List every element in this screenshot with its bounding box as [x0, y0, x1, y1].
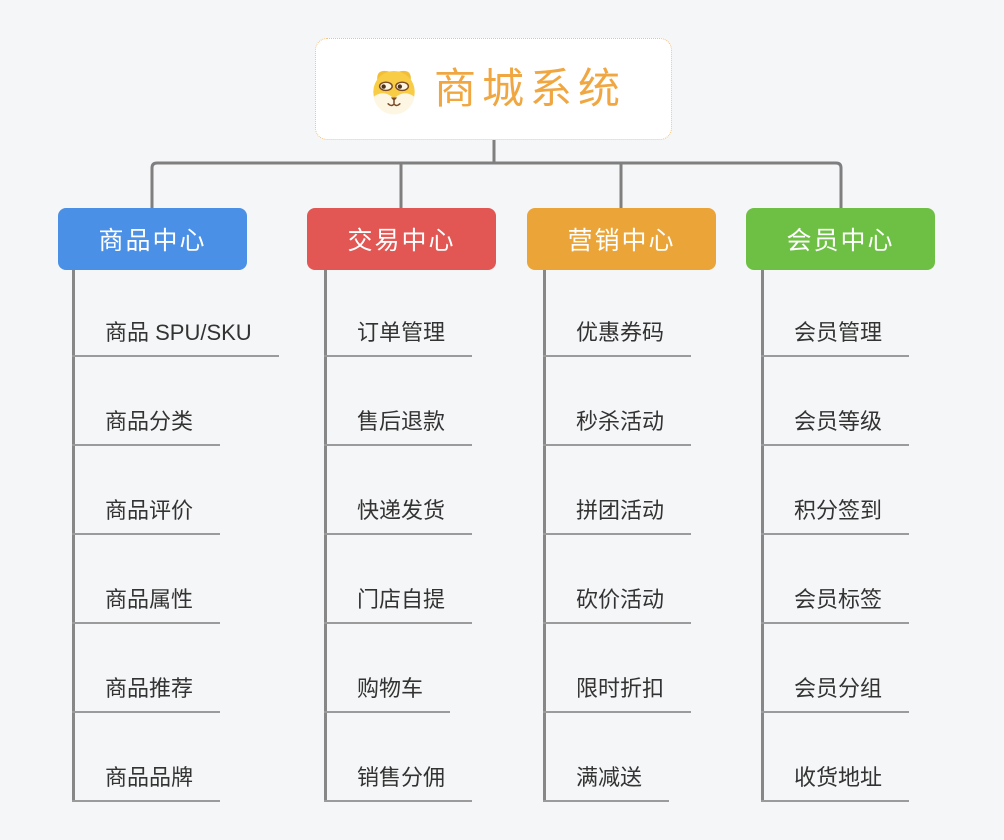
branch-drop-line-member	[761, 270, 764, 802]
leaf-node[interactable]: 满减送	[543, 765, 670, 802]
leaf-node[interactable]: 会员等级	[761, 409, 910, 446]
leaf-node[interactable]: 销售分佣	[324, 765, 473, 802]
leaf-node[interactable]: 商品品牌	[72, 765, 221, 802]
leaf-node[interactable]: 优惠券码	[543, 320, 692, 357]
root-title: 商城系统	[433, 65, 626, 112]
branch-drop-line-trade	[324, 270, 327, 802]
leaf-node[interactable]: 快递发货	[324, 498, 473, 535]
leaf-node[interactable]: 订单管理	[324, 320, 473, 357]
leaf-node[interactable]: 会员管理	[761, 320, 910, 357]
leaf-node[interactable]: 商品 SPU/SKU	[72, 320, 279, 357]
shiba-dog-face-icon	[373, 70, 415, 115]
leaf-node[interactable]: 会员标签	[761, 587, 910, 624]
leaf-node[interactable]: 商品分类	[72, 409, 221, 446]
branch-node-product-center[interactable]: 商品中心	[58, 208, 247, 270]
root-node[interactable]: 商城系统	[315, 38, 672, 140]
leaf-node[interactable]: 砍价活动	[543, 587, 692, 624]
main-elbow-line	[150, 161, 843, 208]
branch-node-marketing-center[interactable]: 营销中心	[527, 208, 716, 270]
leaf-node[interactable]: 会员分组	[761, 676, 910, 713]
branch-drop-line-marketing	[543, 270, 546, 802]
leaf-node[interactable]: 购物车	[324, 676, 451, 713]
leaf-node[interactable]: 积分签到	[761, 498, 910, 535]
branch-drop-line-product	[72, 270, 75, 802]
leaf-node[interactable]: 售后退款	[324, 409, 473, 446]
leaf-node[interactable]: 商品属性	[72, 587, 221, 624]
branch-node-trade-center[interactable]: 交易中心	[307, 208, 496, 270]
leaf-node[interactable]: 商品推荐	[72, 676, 221, 713]
leaf-node[interactable]: 收货地址	[761, 765, 910, 802]
leaf-node[interactable]: 门店自提	[324, 587, 473, 624]
leaf-node[interactable]: 秒杀活动	[543, 409, 692, 446]
leaf-node[interactable]: 商品评价	[72, 498, 221, 535]
branch-node-member-center[interactable]: 会员中心	[746, 208, 935, 270]
leaf-node[interactable]: 限时折扣	[543, 676, 692, 713]
leaf-node[interactable]: 拼团活动	[543, 498, 692, 535]
